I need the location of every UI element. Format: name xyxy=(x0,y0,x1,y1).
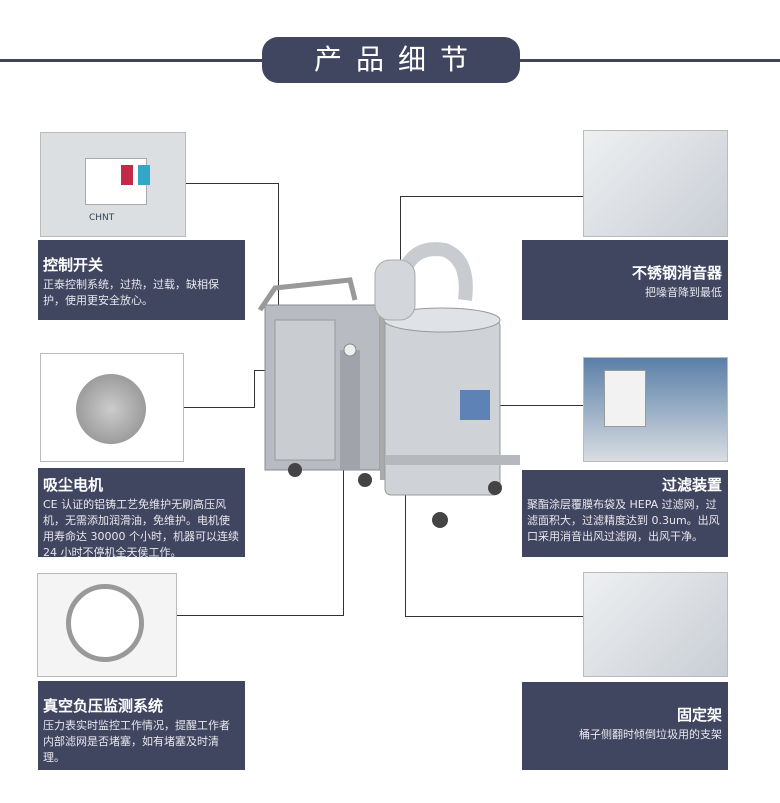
feature-title: 固定架 xyxy=(676,706,722,724)
filter-photo xyxy=(583,357,728,462)
control-switch-photo: CHNT xyxy=(40,132,186,237)
silencer-photo xyxy=(583,130,728,237)
bracket-photo xyxy=(583,572,728,677)
feature-desc: 把噪音降到最低 xyxy=(645,286,722,299)
feature-motor: 吸尘电机 CE 认证的铝铸工艺免维护无刷高压风机，无需添加润滑油，免维护。电机使… xyxy=(38,468,245,559)
brand-label: CHNT xyxy=(89,213,115,223)
vacuum-machine-image xyxy=(257,242,520,528)
feature-title: 控制开关 xyxy=(43,256,104,274)
feature-desc: 桶子侧翻时倾倒垃圾用的支架 xyxy=(579,728,722,741)
feature-control-switch: 控制开关 正泰控制系统，过热，过载，缺相保护，使用更安全放心。 xyxy=(38,240,245,320)
feature-desc: 正泰控制系统，过热，过载，缺相保护，使用更安全放心。 xyxy=(43,278,219,307)
feature-bracket: 固定架 桶子侧翻时倾倒垃圾用的支架 xyxy=(522,682,728,770)
feature-title: 真空负压监测系统 xyxy=(43,697,164,715)
pressure-gauge-photo xyxy=(37,573,177,677)
feature-title: 过滤装置 xyxy=(661,476,722,494)
feature-desc: 聚酯涂层覆膜布袋及 HEPA 过滤网，过滤面积大，过滤精度达到 0.3um。出风… xyxy=(527,498,720,543)
feature-desc: CE 认证的铝铸工艺免维护无刷高压风机，无需添加润滑油，免维护。电机使用寿命达 … xyxy=(43,498,239,559)
page-title: 产品细节 xyxy=(262,37,520,83)
feature-filter: 过滤装置 聚酯涂层覆膜布袋及 HEPA 过滤网，过滤面积大，过滤精度达到 0.3… xyxy=(522,470,728,557)
feature-title: 不锈钢消音器 xyxy=(631,264,722,282)
feature-vacuum-monitor: 真空负压监测系统 压力表实时监控工作情况，提醒工作者内部滤网是否堵塞，如有堵塞及… xyxy=(38,681,245,770)
motor-photo xyxy=(40,353,184,462)
feature-title: 吸尘电机 xyxy=(43,476,104,494)
feature-desc: 压力表实时监控工作情况，提醒工作者内部滤网是否堵塞，如有堵塞及时清理。 xyxy=(43,719,230,764)
feature-silencer: 不锈钢消音器 把噪音降到最低 xyxy=(522,240,728,320)
